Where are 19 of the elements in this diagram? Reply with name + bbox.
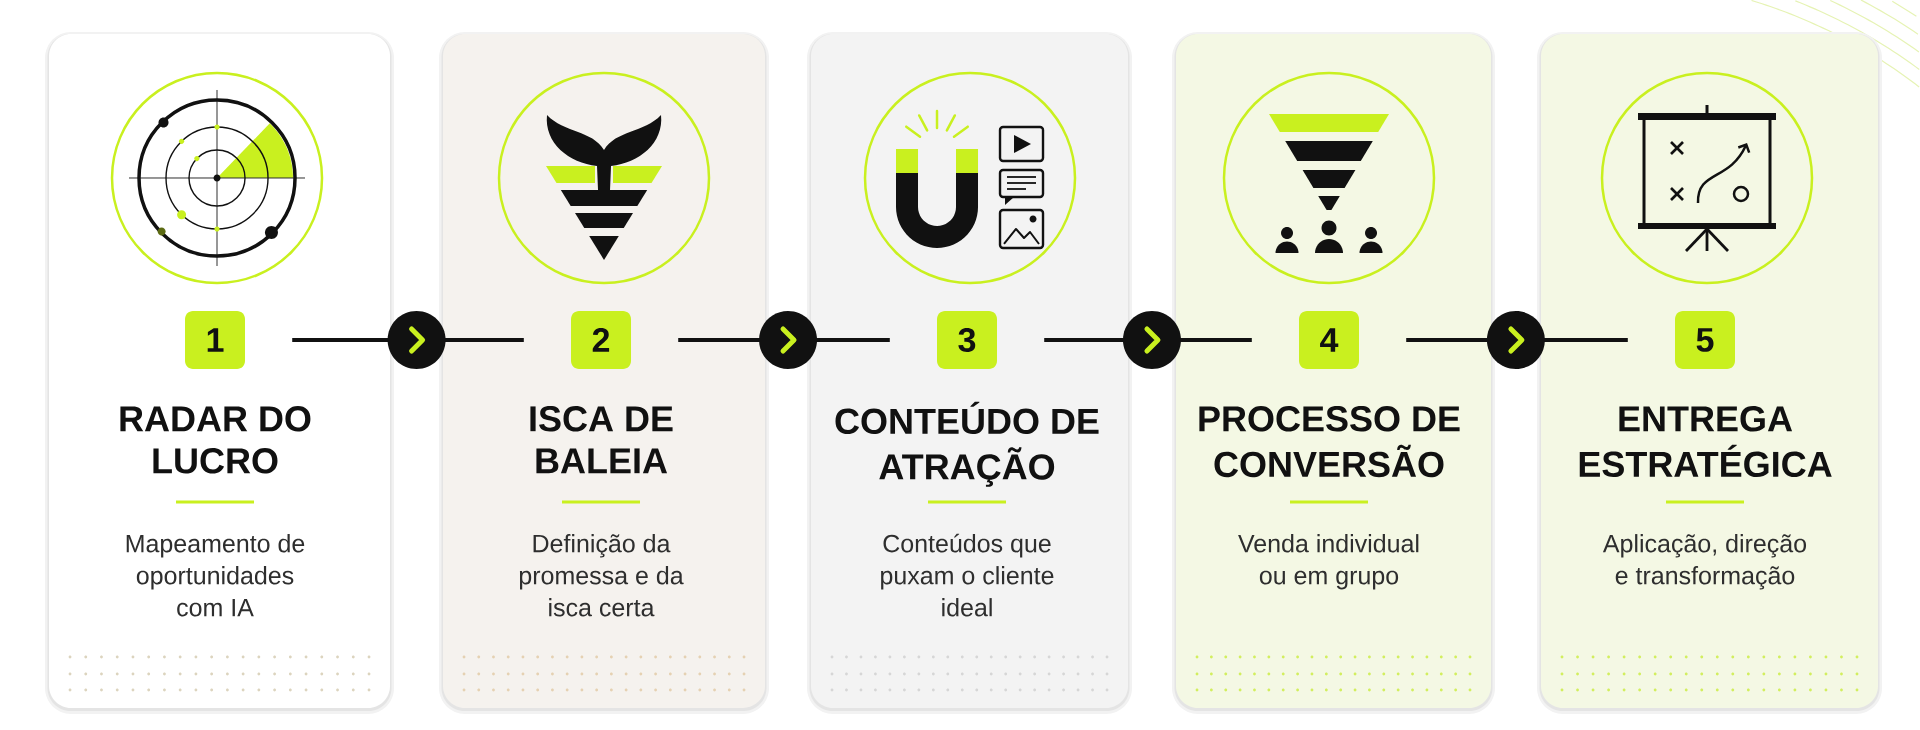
step-title: RADAR DO LUCRO	[120, 406, 311, 474]
step-description: Mapeamento de oportunidades com IA	[126, 534, 305, 617]
number-badge: 1	[185, 311, 245, 369]
connector-arrow	[1044, 311, 1252, 369]
step-title: ENTREGA ESTRATÉGICA	[1579, 406, 1832, 478]
number-badge: 4	[1299, 311, 1359, 369]
step-title: PROCESSO DE CONVERSÃO	[1199, 406, 1460, 478]
step-description: Aplicação, direção e transformação	[1602, 534, 1807, 590]
step-title: ISCA DE BALEIA	[530, 406, 673, 474]
step-description: Venda individual ou em grupo	[1238, 534, 1419, 590]
number-badge: 3	[937, 311, 997, 369]
number-badge: 5	[1675, 311, 1735, 369]
connector-arrow	[292, 311, 524, 369]
number-badge: 2	[571, 311, 631, 369]
step-description: Definição da promessa e da isca certa	[519, 534, 684, 617]
step-title: CONTEÚDO DE ATRAÇÃO	[835, 401, 1099, 487]
step-description: Conteúdos que puxam o cliente ideal	[881, 533, 1054, 617]
connector-arrow	[678, 311, 890, 369]
connector-arrow	[1406, 311, 1628, 369]
